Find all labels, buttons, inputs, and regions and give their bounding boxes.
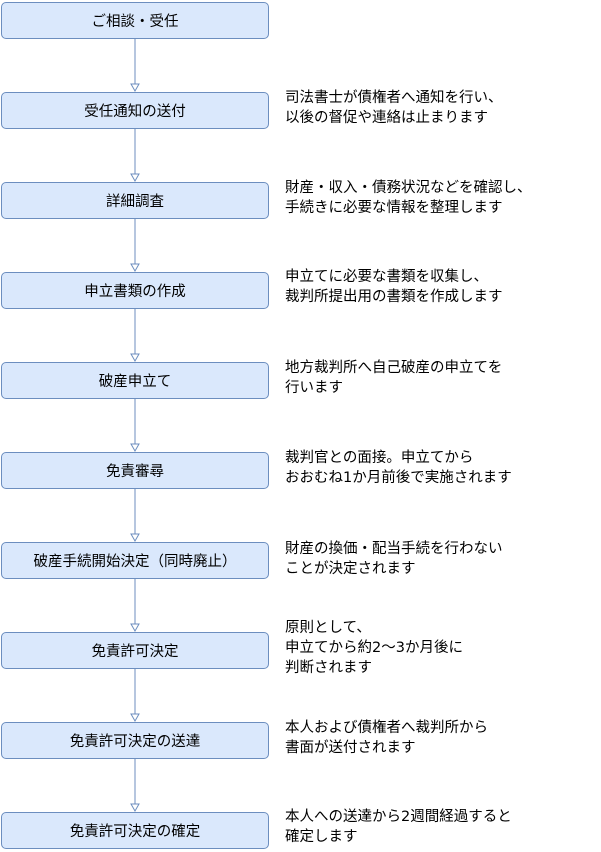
- arrowhead: [130, 353, 140, 363]
- note-line: 財産・収入・債務状況などを確認し、: [285, 180, 532, 196]
- step-note-7: 財産の換価・配当手続を行わないことが決定されます: [285, 539, 597, 579]
- note-line: 地方裁判所へ自己破産の申立てを: [285, 360, 503, 376]
- step-box-5: 破産申立て: [1, 362, 269, 399]
- note-line: 裁判所提出用の書類を作成します: [285, 289, 503, 305]
- step-box-10: 免責許可決定の確定: [1, 812, 269, 849]
- note-line: 手続きに必要な情報を整理します: [285, 200, 503, 216]
- step-note-10: 本人への送達から2週間経過すると確定します: [285, 807, 597, 847]
- arrowhead: [130, 803, 140, 813]
- arrowhead: [130, 533, 140, 543]
- step-box-7: 破産手続開始決定（同時廃止）: [1, 542, 269, 579]
- note-line: 裁判官との面接。申立てから: [285, 450, 474, 466]
- note-line: 書面が送付されます: [285, 740, 416, 756]
- note-line: 行います: [285, 380, 343, 396]
- note-line: 本人および債権者へ裁判所から: [285, 720, 488, 736]
- arrowhead: [130, 263, 140, 273]
- arrowhead: [130, 443, 140, 453]
- note-line: 確定します: [285, 829, 358, 845]
- note-line: ことが決定されます: [285, 561, 416, 577]
- step-box-6: 免責審尋: [1, 452, 269, 489]
- note-line: 以後の督促や連絡は止まります: [285, 110, 488, 126]
- step-box-1: ご相談・受任: [1, 2, 269, 39]
- step-note-8: 原則として、申立てから約2〜3か月後に判断されます: [285, 618, 597, 678]
- arrowhead: [130, 713, 140, 723]
- note-line: 財産の換価・配当手続を行わない: [285, 541, 503, 557]
- note-line: 司法書士が債権者へ通知を行い、: [285, 90, 503, 106]
- note-line: おおむね1か月前後で実施されます: [285, 470, 512, 486]
- note-line: 原則として、: [285, 620, 371, 636]
- step-note-4: 申立てに必要な書類を収集し、裁判所提出用の書類を作成します: [285, 267, 597, 307]
- arrowhead: [130, 83, 140, 93]
- arrowhead: [130, 173, 140, 183]
- step-box-3: 詳細調査: [1, 182, 269, 219]
- step-note-9: 本人および債権者へ裁判所から書面が送付されます: [285, 718, 597, 758]
- step-box-9: 免責許可決定の送達: [1, 722, 269, 759]
- step-box-4: 申立書類の作成: [1, 272, 269, 309]
- step-box-2: 受任通知の送付: [1, 92, 269, 129]
- note-line: 申立てに必要な書類を収集し、: [285, 269, 488, 285]
- note-line: 申立てから約2〜3か月後に: [285, 640, 463, 656]
- arrowhead: [130, 623, 140, 633]
- note-line: 判断されます: [285, 660, 372, 676]
- note-line: 本人への送達から2週間経過すると: [285, 809, 512, 825]
- step-note-5: 地方裁判所へ自己破産の申立てを行います: [285, 358, 597, 398]
- step-note-2: 司法書士が債権者へ通知を行い、以後の督促や連絡は止まります: [285, 88, 597, 128]
- step-note-6: 裁判官との面接。申立てからおおむね1か月前後で実施されます: [285, 448, 597, 488]
- step-note-3: 財産・収入・債務状況などを確認し、手続きに必要な情報を整理します: [285, 178, 597, 218]
- step-box-8: 免責許可決定: [1, 632, 269, 669]
